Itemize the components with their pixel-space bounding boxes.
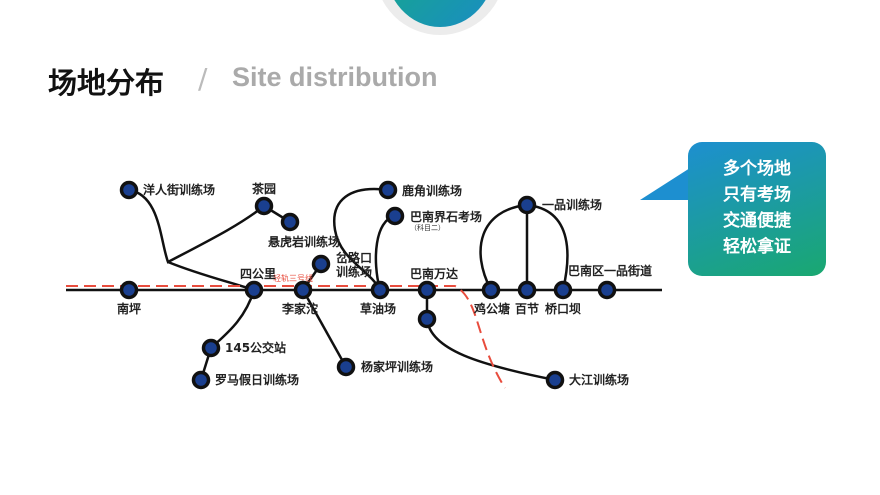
callout-line: 只有考场 bbox=[723, 185, 791, 205]
title-separator: / bbox=[198, 62, 208, 95]
callout-box: 多个场地 只有考场 交通便捷 轻松拿证 bbox=[688, 142, 826, 276]
station-marker bbox=[417, 309, 437, 329]
station-marker bbox=[119, 180, 139, 200]
callout-pointer bbox=[640, 168, 690, 200]
station-marker bbox=[597, 280, 617, 300]
station-marker bbox=[244, 280, 264, 300]
label-lujiao: 鹿角训练场 bbox=[402, 183, 462, 198]
callout-line: 交通便捷 bbox=[723, 211, 791, 231]
callout-line: 多个场地 bbox=[723, 159, 791, 179]
station-marker bbox=[311, 254, 331, 274]
station-marker bbox=[119, 280, 139, 300]
station-marker bbox=[545, 370, 565, 390]
station-marker bbox=[553, 280, 573, 300]
station-marker bbox=[385, 206, 405, 226]
label-bus145: 145公交站 bbox=[225, 340, 286, 355]
label-yangrenjie: 洋人街训练场 bbox=[143, 182, 215, 197]
label-lijiatuo: 李家沱 bbox=[281, 301, 318, 316]
station-labels: 洋人街训练场 茶园 悬虎岩训练场 南坪 四公里 李家沱 岔路口 训练场 鹿角训练… bbox=[117, 181, 652, 387]
label-dajiang: 大江训练场 bbox=[569, 372, 629, 387]
label-chalukou-2: 训练场 bbox=[336, 264, 372, 279]
label-yangjiaping: 杨家坪训练场 bbox=[361, 359, 433, 374]
label-jieshi-note: （科目二） bbox=[410, 223, 445, 232]
label-qiaokouba: 桥口坝 bbox=[545, 301, 581, 316]
station-marker bbox=[280, 212, 300, 232]
page-title: 场地分布 bbox=[48, 66, 165, 100]
station-marker bbox=[378, 180, 398, 200]
station-marker bbox=[481, 280, 501, 300]
station-marker bbox=[417, 280, 437, 300]
map-lines bbox=[66, 187, 662, 382]
label-jieshi: 巴南界石考场 bbox=[410, 209, 482, 224]
label-xuanhuyan: 悬虎岩训练场 bbox=[267, 234, 340, 249]
page-subtitle: Site distribution bbox=[232, 62, 438, 92]
label-yipin: 一品训练场 bbox=[542, 197, 602, 212]
station-marker bbox=[370, 280, 390, 300]
label-sigongli: 四公里 bbox=[240, 266, 276, 281]
station-marker bbox=[336, 357, 356, 377]
rail-line-label: 轻轨三号线 bbox=[273, 273, 313, 283]
station-marker bbox=[191, 370, 211, 390]
station-marker bbox=[517, 195, 537, 215]
station-marker bbox=[254, 196, 274, 216]
label-baijie: 百节 bbox=[515, 301, 539, 316]
station-marker bbox=[293, 280, 313, 300]
label-wanda: 巴南万达 bbox=[410, 266, 458, 281]
station-marker bbox=[517, 280, 537, 300]
label-yipinjiedao: 巴南区一品街道 bbox=[568, 263, 652, 278]
label-luoma: 罗马假日训练场 bbox=[215, 372, 299, 387]
label-nanping: 南坪 bbox=[117, 301, 141, 316]
label-chayuan: 茶园 bbox=[251, 181, 276, 196]
callout-line: 轻松拿证 bbox=[723, 237, 791, 257]
station-marker bbox=[201, 338, 221, 358]
label-chalukou: 岔路口 bbox=[335, 250, 372, 265]
label-caoyouchang: 草油场 bbox=[360, 301, 396, 316]
label-jigongtang: 鸡公塘 bbox=[473, 301, 510, 316]
